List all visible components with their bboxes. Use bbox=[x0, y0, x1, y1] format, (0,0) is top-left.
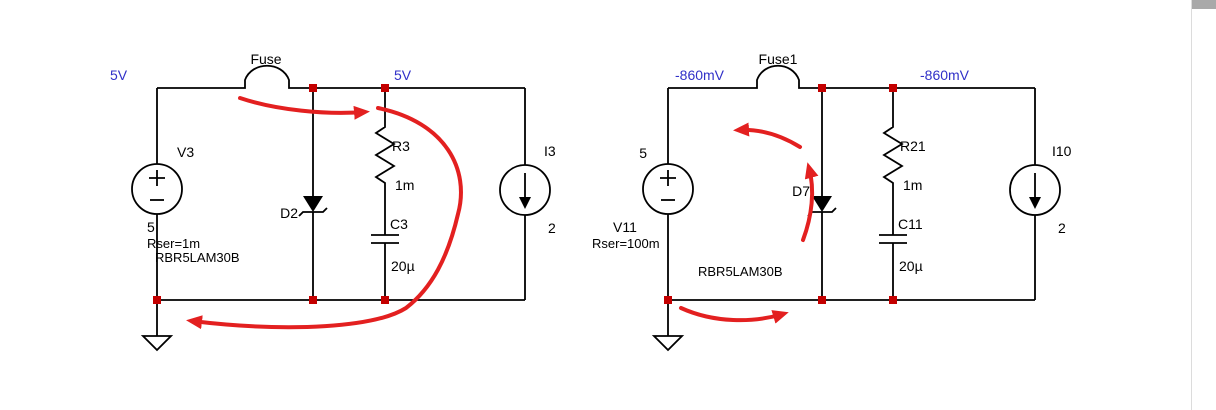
left-circuit: Fuse 5V 5V V3 5 Rser=1m RBR5LAM30B D2 R3… bbox=[110, 51, 556, 352]
node-voltage-label: 5V bbox=[394, 67, 412, 83]
annotation-arrow bbox=[801, 162, 819, 242]
resistor-name: R3 bbox=[392, 138, 410, 154]
fuse-label: Fuse1 bbox=[759, 51, 798, 67]
node-voltage-label: -860mV bbox=[675, 67, 725, 83]
node-voltage-label: 5V bbox=[110, 67, 128, 83]
voltage-source-symbol bbox=[642, 163, 694, 215]
capacitor-value: 20µ bbox=[391, 258, 415, 274]
voltage-source-name: V11 bbox=[613, 219, 637, 235]
resistor-symbol bbox=[882, 122, 904, 192]
wire bbox=[157, 65, 525, 89]
junction-dot bbox=[818, 296, 826, 304]
current-source-symbol bbox=[1009, 164, 1061, 216]
capacitor-name: C3 bbox=[390, 216, 408, 232]
series-resistance-label: Rser=1m bbox=[147, 236, 200, 251]
annotation-arrows bbox=[186, 96, 819, 330]
capacitor-name: C11 bbox=[898, 216, 923, 232]
junction-dot bbox=[381, 84, 389, 92]
resistor-value: 1m bbox=[903, 177, 922, 193]
capacitor-symbol bbox=[879, 234, 907, 244]
voltage-source-value: 5 bbox=[147, 219, 155, 235]
resistor-name: R21 bbox=[900, 138, 926, 154]
series-resistance-label: Rser=100m bbox=[592, 236, 660, 251]
zener-diode-symbol bbox=[298, 196, 328, 217]
capacitor-value: 20µ bbox=[899, 258, 923, 274]
diode-name: D2 bbox=[280, 205, 298, 221]
voltage-source-value: 5 bbox=[639, 145, 647, 161]
node-voltage-label: -860mV bbox=[920, 67, 970, 83]
annotation-arrow bbox=[679, 306, 789, 324]
junction-dot bbox=[889, 296, 897, 304]
voltage-source-symbol bbox=[131, 163, 183, 215]
fuse-label: Fuse bbox=[250, 51, 281, 67]
annotation-arrow bbox=[733, 122, 802, 149]
junction-dot bbox=[664, 296, 672, 304]
diode-model-label: RBR5LAM30B bbox=[698, 264, 783, 279]
diode-name: D7 bbox=[792, 183, 810, 199]
capacitor-symbol bbox=[371, 234, 399, 244]
junction-dot bbox=[818, 84, 826, 92]
junction-dot bbox=[381, 296, 389, 304]
current-source-name: I10 bbox=[1052, 143, 1072, 159]
current-source-symbol bbox=[499, 164, 551, 216]
resistor-symbol bbox=[374, 122, 396, 192]
junction-dot bbox=[309, 84, 317, 92]
current-source-name: I3 bbox=[544, 143, 556, 159]
right-edge-divider bbox=[1191, 0, 1192, 410]
annotation-arrow bbox=[186, 106, 463, 330]
ground-symbol bbox=[140, 300, 174, 352]
annotation-arrow bbox=[238, 96, 370, 120]
junction-dot bbox=[309, 296, 317, 304]
junction-dot bbox=[889, 84, 897, 92]
current-source-value: 2 bbox=[548, 220, 556, 236]
resistor-value: 1m bbox=[395, 177, 414, 193]
right-circuit: Fuse1 -860mV -860mV 5 V11 Rser=100m RBR5… bbox=[592, 51, 1072, 352]
diode-model-label: RBR5LAM30B bbox=[155, 250, 240, 265]
current-source-value: 2 bbox=[1058, 220, 1066, 236]
voltage-source-name: V3 bbox=[177, 144, 194, 160]
wire bbox=[668, 65, 1035, 89]
ground-symbol bbox=[651, 300, 685, 352]
scrollbar-thumb[interactable] bbox=[1192, 0, 1216, 9]
junction-dot bbox=[153, 296, 161, 304]
